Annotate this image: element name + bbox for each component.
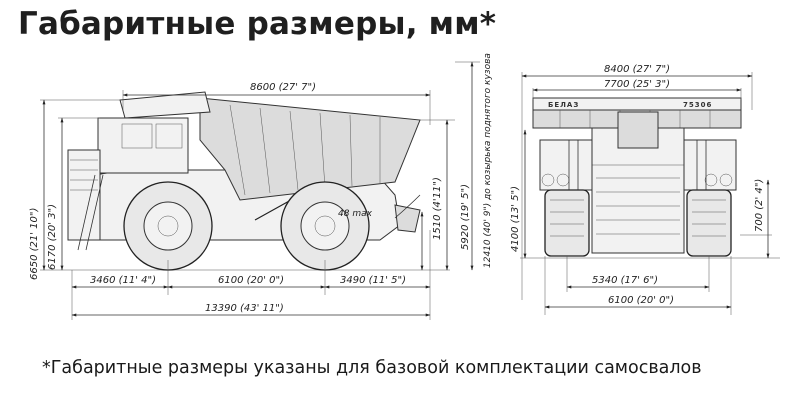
front-brand-label: БЕЛАЗ: [548, 101, 579, 109]
dim-track-width: 5340 (17' 6"): [592, 275, 658, 286]
side-view-dimensions: 8600 (27' 7") 6650 (21' 10") 6170 (20' 3…: [29, 53, 493, 320]
dim-front-height: 4100 (13' 5"): [510, 186, 521, 252]
dim-rear-overhang: 3490 (11' 5"): [340, 275, 406, 286]
front-view-truck: БЕЛАЗ 75306: [520, 97, 780, 259]
dim-tire-width: 6100 (20' 0"): [608, 295, 674, 306]
dim-body-raised-height: 5920 (19' 5"): [460, 184, 471, 250]
dim-overall-height: 6650 (21' 10"): [29, 208, 40, 280]
dim-body-length: 8600 (27' 7"): [250, 82, 316, 93]
footnote: *Габаритные размеры указаны для базовой …: [42, 358, 702, 378]
dim-wheelbase: 6100 (20' 0"): [218, 275, 284, 286]
dim-dump-clearance: 1510 (4'11"): [432, 177, 443, 240]
page-title: Габаритные размеры, мм*: [18, 6, 497, 42]
dim-dump-angle: 48 max: [338, 209, 373, 219]
dim-front-overhang: 3460 (11' 4"): [90, 275, 156, 286]
dim-overall-length: 13390 (43' 11"): [205, 303, 284, 314]
dim-cab-height: 6170 (20' 3"): [47, 204, 58, 270]
dim-body-width: 7700 (25' 3"): [604, 79, 670, 90]
front-view-dimensions: 8400 (27' 7") 7700 (25' 3") 4100 (13' 5"…: [510, 64, 772, 315]
dim-overall-width: 8400 (27' 7"): [604, 64, 670, 75]
front-model-label: 75306: [683, 101, 712, 109]
dimension-drawing: 8600 (27' 7") 6650 (21' 10") 6170 (20' 3…: [29, 53, 780, 320]
dim-ground-clearance: 700 (2' 4"): [754, 179, 765, 232]
side-view-truck: [40, 91, 450, 271]
cab: [97, 117, 189, 174]
dim-raised-height: 12410 (40' 9") до козырька поднятого куз…: [483, 53, 493, 268]
